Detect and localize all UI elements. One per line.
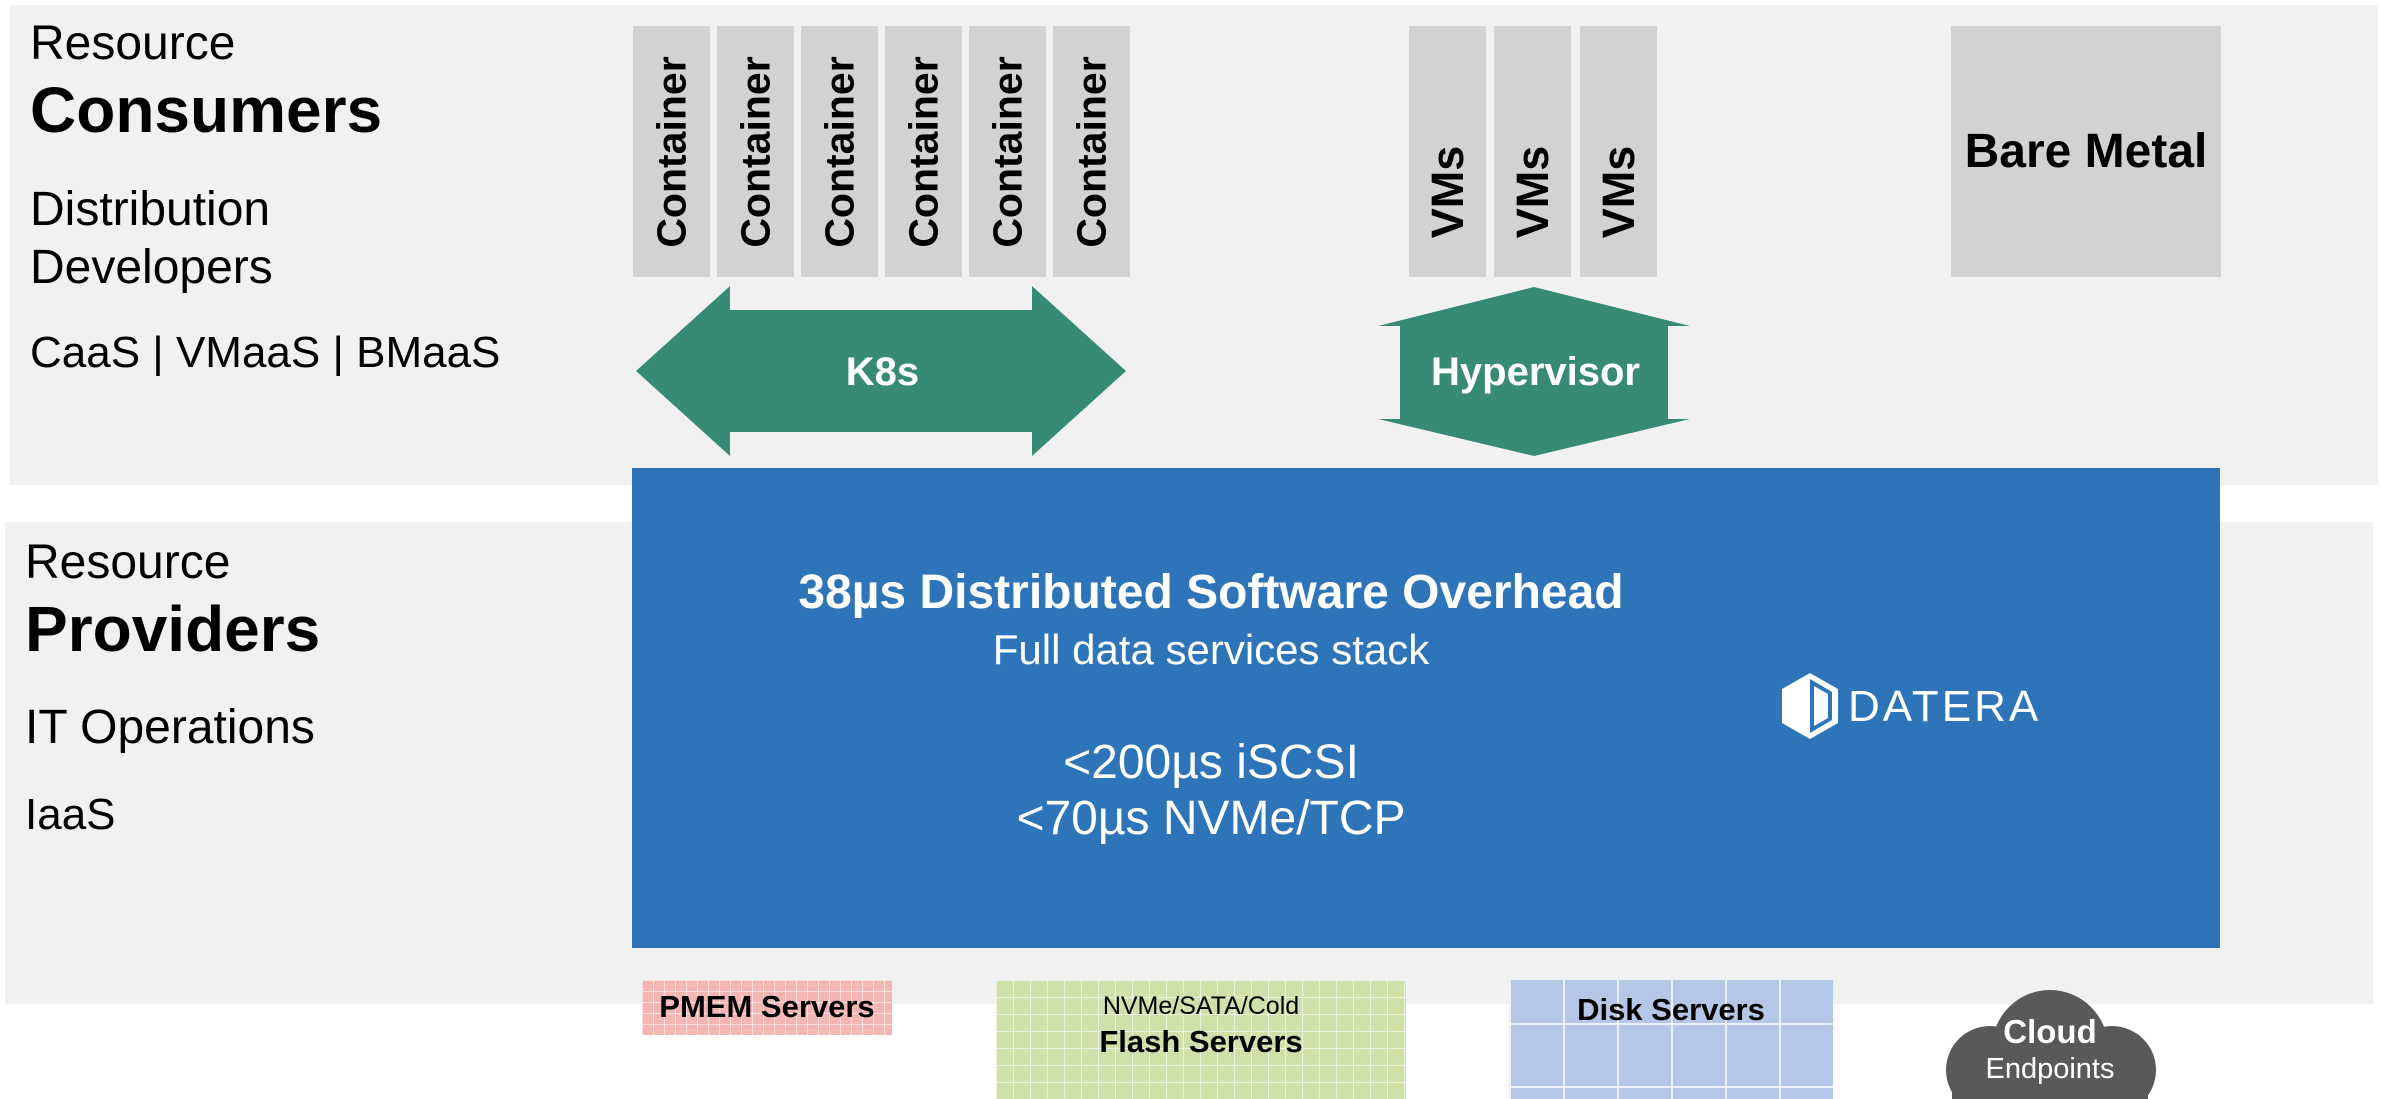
disk-servers-label: Disk Servers [1577,992,1765,1027]
providers-audience: IT Operations [25,701,315,754]
cloud-title: Cloud [2003,1013,2097,1050]
container-label: Container [816,55,862,248]
disk-servers: Disk Servers [1509,980,1833,1099]
vm-box: VMs [1580,26,1657,277]
container-label: Container [1068,55,1114,248]
flash-servers-type-label: NVMe/SATA/Cold [1102,992,1300,1020]
datera-iscsi-latency: <200µs iSCSI [1063,736,1359,789]
consumers-services: CaaS | VMaaS | BMaaS [30,328,501,377]
consumers-audience-line1: Distribution [30,183,271,236]
vm-box: VMs [1409,26,1486,277]
hypervisor-arrow-shape [1378,287,1690,456]
datera-logo: DATERA [1780,671,2070,741]
k8s-label: K8s [845,350,920,394]
hypervisor-double-arrow [1378,287,1690,456]
vm-label: VMs [1506,145,1558,238]
flash-servers: NVMe/SATA/Cold Flash Servers [996,980,1406,1099]
cloud-subtitle: Endpoints [1985,1053,2115,1085]
datera-platform-block: 38µs Distributed Software Overhead Full … [632,468,2220,948]
datera-headline: 38µs Distributed Software Overhead [798,566,1624,619]
container-label: Container [984,55,1030,248]
container-box: Container [801,26,878,277]
container-label: Container [900,55,946,248]
vm-label: VMs [1592,145,1644,238]
datera-logo-text: DATERA [1848,682,2041,731]
providers-resource-label: Resource [25,536,231,589]
container-box: Container [969,26,1046,277]
cloud-icon [1946,990,2156,1099]
vm-box: VMs [1494,26,1571,277]
container-box: Container [717,26,794,277]
bare-metal-label: Bare Metal [1964,125,2208,178]
consumers-heading: Consumers [30,74,383,146]
pmem-servers: PMEM Servers [642,980,892,1035]
container-label: Container [648,55,694,248]
datera-nvme-latency: <70µs NVMe/TCP [1016,792,1406,845]
container-label: Container [732,55,778,248]
datera-subline: Full data services stack [992,626,1430,673]
container-box: Container [885,26,962,277]
consumers-resource-label: Resource [30,17,236,70]
hypervisor-label: Hypervisor [1431,350,1640,394]
pmem-servers-label: PMEM Servers [659,989,875,1024]
vm-label: VMs [1421,145,1473,238]
k8s-arrow-shape [636,286,1126,456]
bare-metal-box: Bare Metal [1951,26,2221,277]
consumers-audience-line2: Developers [30,241,273,294]
datera-logo-mark: DATERA [1782,673,2041,739]
k8s-double-arrow [636,286,1126,456]
container-box: Container [633,26,710,277]
flash-servers-label: Flash Servers [1099,1024,1303,1059]
providers-service: IaaS [25,790,116,839]
container-box: Container [1053,26,1130,277]
providers-heading: Providers [25,593,321,665]
